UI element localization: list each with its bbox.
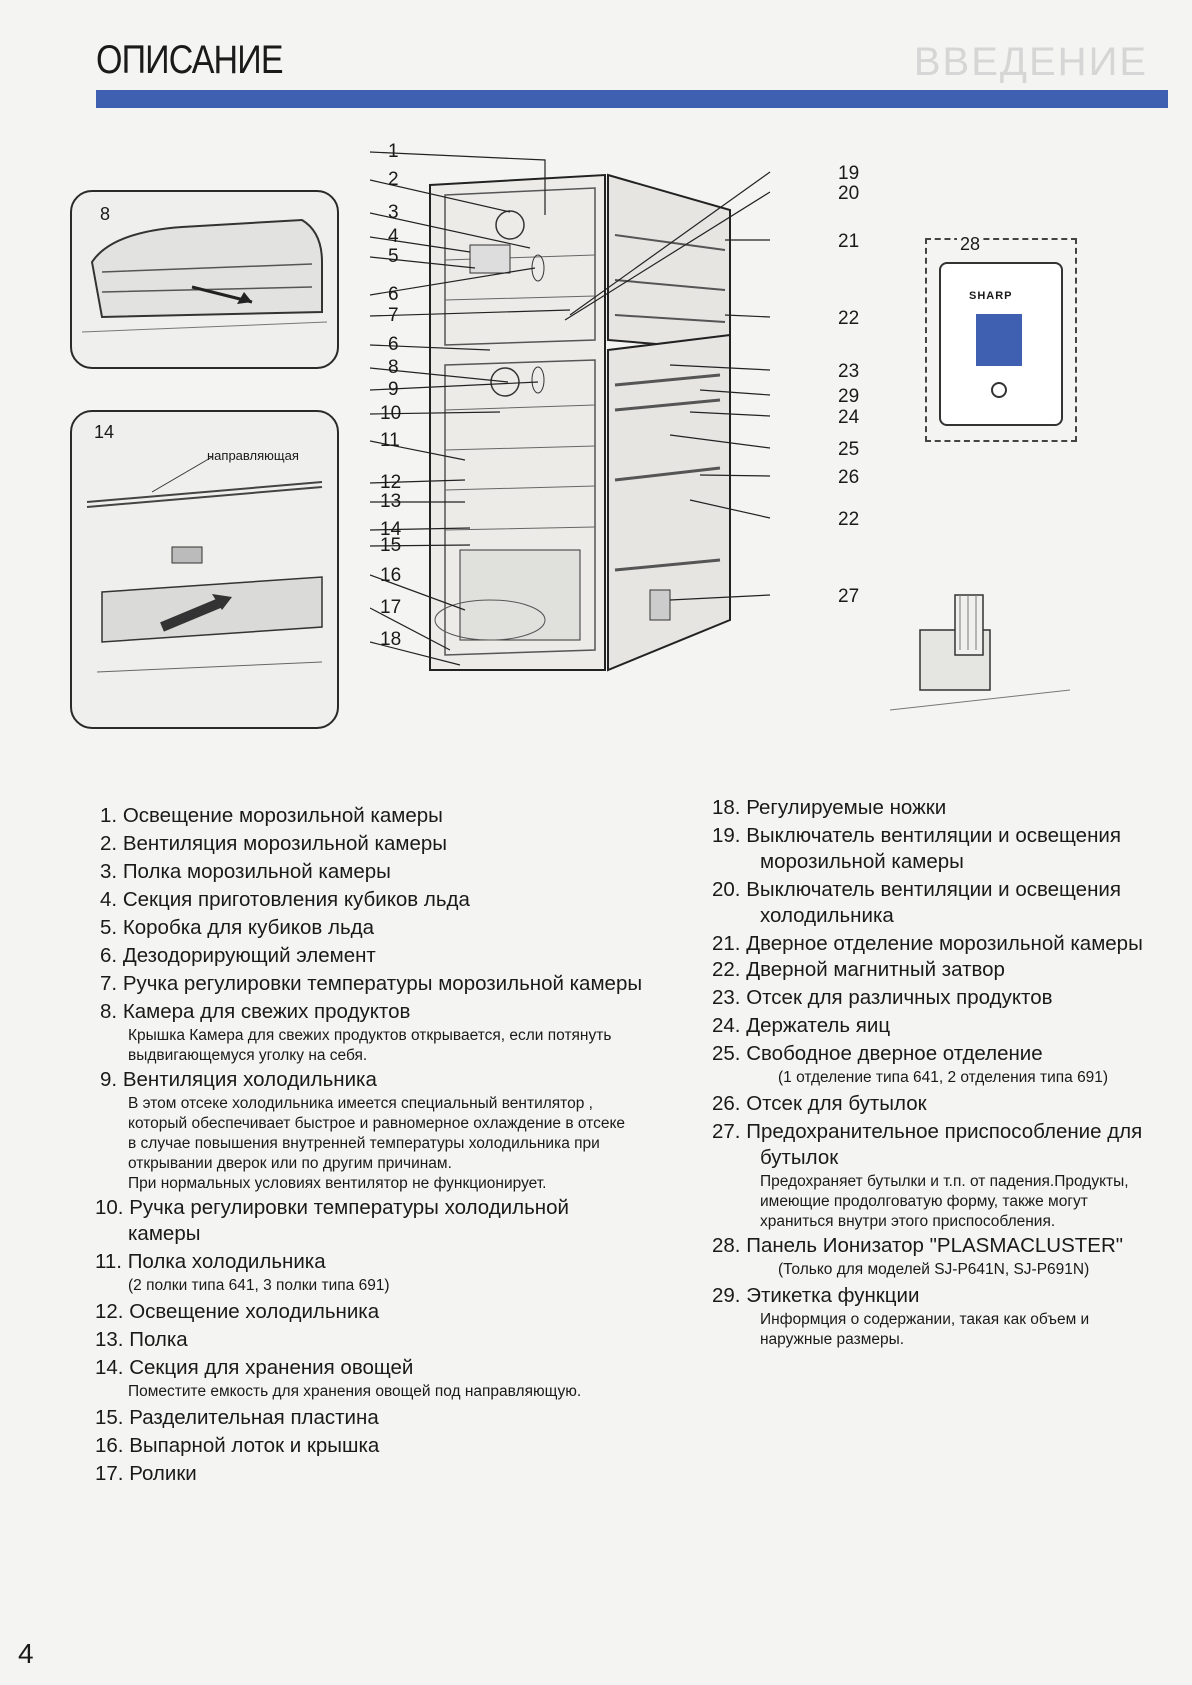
bottle-safety-illustration	[889, 594, 1071, 711]
vegetable-section-illustration	[86, 456, 323, 673]
callout-number: 11	[380, 430, 400, 451]
callout-number: 16	[380, 565, 402, 586]
legend-item: 15. Разделительная пластина	[95, 1406, 379, 1429]
inset-number-28: 28	[957, 234, 984, 255]
callout-number: 13	[380, 491, 402, 512]
callout-number: 15	[380, 535, 402, 556]
fresh-box-inset: 8	[70, 190, 339, 369]
legend-note: (Только для моделей SJ-P641N, SJ-P691N)	[778, 1261, 1090, 1278]
bleed-through-title: ВВЕДЕНИЕ	[913, 40, 1148, 84]
inset-number-14: 14	[94, 422, 115, 442]
callout-number: 26	[838, 467, 860, 488]
legend-item: 24. Держатель яиц	[712, 1014, 891, 1037]
callout-number: 2	[388, 169, 399, 190]
ionizer-panel-inset: 28 SHARP	[925, 234, 1077, 442]
legend-item: 7. Ручка регулировки температуры морозил…	[100, 972, 643, 995]
legend-item: 28. Панель Ионизатор "PLASMACLUSTER"	[712, 1234, 1124, 1257]
legend-item: 5. Коробка для кубиков льда	[100, 916, 374, 939]
legend-item: 2. Вентиляция морозильной камеры	[100, 832, 447, 855]
legend-item: 22. Дверной магнитный затвор	[712, 958, 1005, 981]
callout-number: 10	[380, 403, 402, 424]
callout-number: 8	[388, 357, 399, 378]
legend-item: 17. Ролики	[95, 1462, 197, 1485]
legend-item: 13. Полка	[95, 1328, 188, 1351]
legend-item: 3. Полка морозильной камеры	[100, 860, 391, 883]
legend-item: 8. Камера для свежих продуктов	[100, 1000, 411, 1023]
legend-note: наружные размеры.	[760, 1331, 905, 1348]
legend-item: 16. Выпарной лоток и крышка	[95, 1434, 380, 1457]
legend-item: 19. Выключатель вентиляции и освещения	[712, 824, 1121, 847]
legend-item: 23. Отсек для различных продуктов	[712, 986, 1053, 1009]
page-number: 4	[18, 1638, 34, 1669]
legend-item: морозильной камеры	[760, 850, 964, 873]
legend-item: 18. Регулируемые ножки	[712, 796, 947, 819]
callout-number: 6	[388, 284, 399, 305]
callout-number: 12	[380, 472, 402, 493]
callout-number: 4	[388, 226, 399, 247]
legend-note: (1 отделение типа 641, 2 отделения типа …	[778, 1069, 1109, 1086]
guide-label: направляющая	[207, 448, 299, 463]
legend-note: В этом отсеке холодильника имеется специ…	[128, 1095, 593, 1112]
legend-item: 10. Ручка регулировки температуры холоди…	[95, 1196, 569, 1219]
legend-note: (2 полки типа 641, 3 полки типа 691)	[128, 1277, 390, 1294]
vegetable-section-inset: 14 направляющая	[70, 410, 339, 729]
legend-item: 25. Свободное дверное отделение	[712, 1042, 1043, 1065]
plasmacluster-label	[976, 314, 1022, 366]
callout-number: 14	[380, 519, 402, 540]
legend-item: 20. Выключатель вентиляции и освещения	[712, 878, 1121, 901]
callout-number: 9	[388, 379, 399, 400]
legend-item: 4. Секция приготовления кубиков льда	[100, 888, 470, 911]
legend-note: имеющие продолговатую форму, также могут	[760, 1193, 1088, 1210]
callout-number: 27	[838, 586, 860, 607]
legend-note: При нормальных условиях вентилятор не фу…	[128, 1175, 547, 1192]
legend-note: Информция о содержании, такая как объем …	[760, 1311, 1090, 1328]
callout-number: 22	[838, 308, 860, 329]
legend-item: 6. Дезодорирующий элемент	[100, 944, 376, 967]
fresh-box-illustration	[81, 218, 328, 333]
legend-note: Поместите емкость для хранения овощей по…	[128, 1383, 582, 1400]
callout-number: 17	[380, 597, 402, 618]
callout-number: 7	[388, 305, 399, 326]
legend-item: холодильника	[760, 904, 894, 927]
legend-item: бутылок	[760, 1146, 839, 1169]
legend-item: 26. Отсек для бутылок	[712, 1092, 927, 1115]
legend-item: 9. Вентиляция холодильника	[100, 1068, 377, 1091]
legend-note: который обеспечивает быстрое и равномерн…	[128, 1115, 626, 1132]
callout-number: 25	[838, 439, 860, 460]
callout-number: 29	[838, 386, 860, 407]
callout-number: 24	[838, 407, 860, 428]
legend-note: храниться внутри этого приспособления.	[760, 1213, 1056, 1230]
callout-number: 6	[388, 334, 399, 355]
header-bar	[96, 90, 1168, 108]
legend-item: камеры	[128, 1222, 201, 1245]
legend-item: 27. Предохранительное приспособление для	[712, 1120, 1143, 1143]
legend-note: Предохраняет бутылки и т.п. от падения.П…	[760, 1173, 1129, 1190]
legend-note: выдвигающемуся уголку на себя.	[128, 1047, 368, 1064]
brand-logo: SHARP	[969, 290, 1013, 302]
callout-number: 5	[388, 246, 399, 267]
callout-number: 22	[838, 509, 860, 530]
callout-number: 19	[838, 163, 860, 184]
callout-number: 18	[380, 629, 402, 650]
page-title: ОПИСАНИЕ	[96, 38, 284, 82]
refrigerator-illustration	[370, 151, 771, 672]
ionizer-panel: SHARP	[939, 262, 1063, 426]
callout-number: 23	[838, 361, 860, 382]
legend-item: 1. Освещение морозильной камеры	[100, 804, 443, 827]
legend-item: 21. Дверное отделение морозильной камеры	[712, 932, 1143, 955]
legend-note: Крышка Камера для свежих продуктов откры…	[128, 1027, 612, 1044]
inset-number-8: 8	[100, 204, 111, 224]
legend-note: в случае повышения внутренней температур…	[128, 1135, 600, 1152]
legend-item: 12. Освещение холодильника	[95, 1300, 380, 1323]
power-icon	[991, 382, 1007, 398]
legend-item: 14. Секция для хранения овощей	[95, 1356, 414, 1379]
legend-item: 29. Этикетка функции	[712, 1284, 920, 1307]
callout-number: 20	[838, 183, 860, 204]
callout-number: 1	[388, 141, 399, 162]
legend-note: открывании дверок или по другим причинам…	[128, 1155, 452, 1172]
legend-item: 11. Полка холодильника	[95, 1250, 326, 1273]
callout-number: 21	[838, 231, 860, 252]
callout-number: 3	[388, 202, 399, 223]
